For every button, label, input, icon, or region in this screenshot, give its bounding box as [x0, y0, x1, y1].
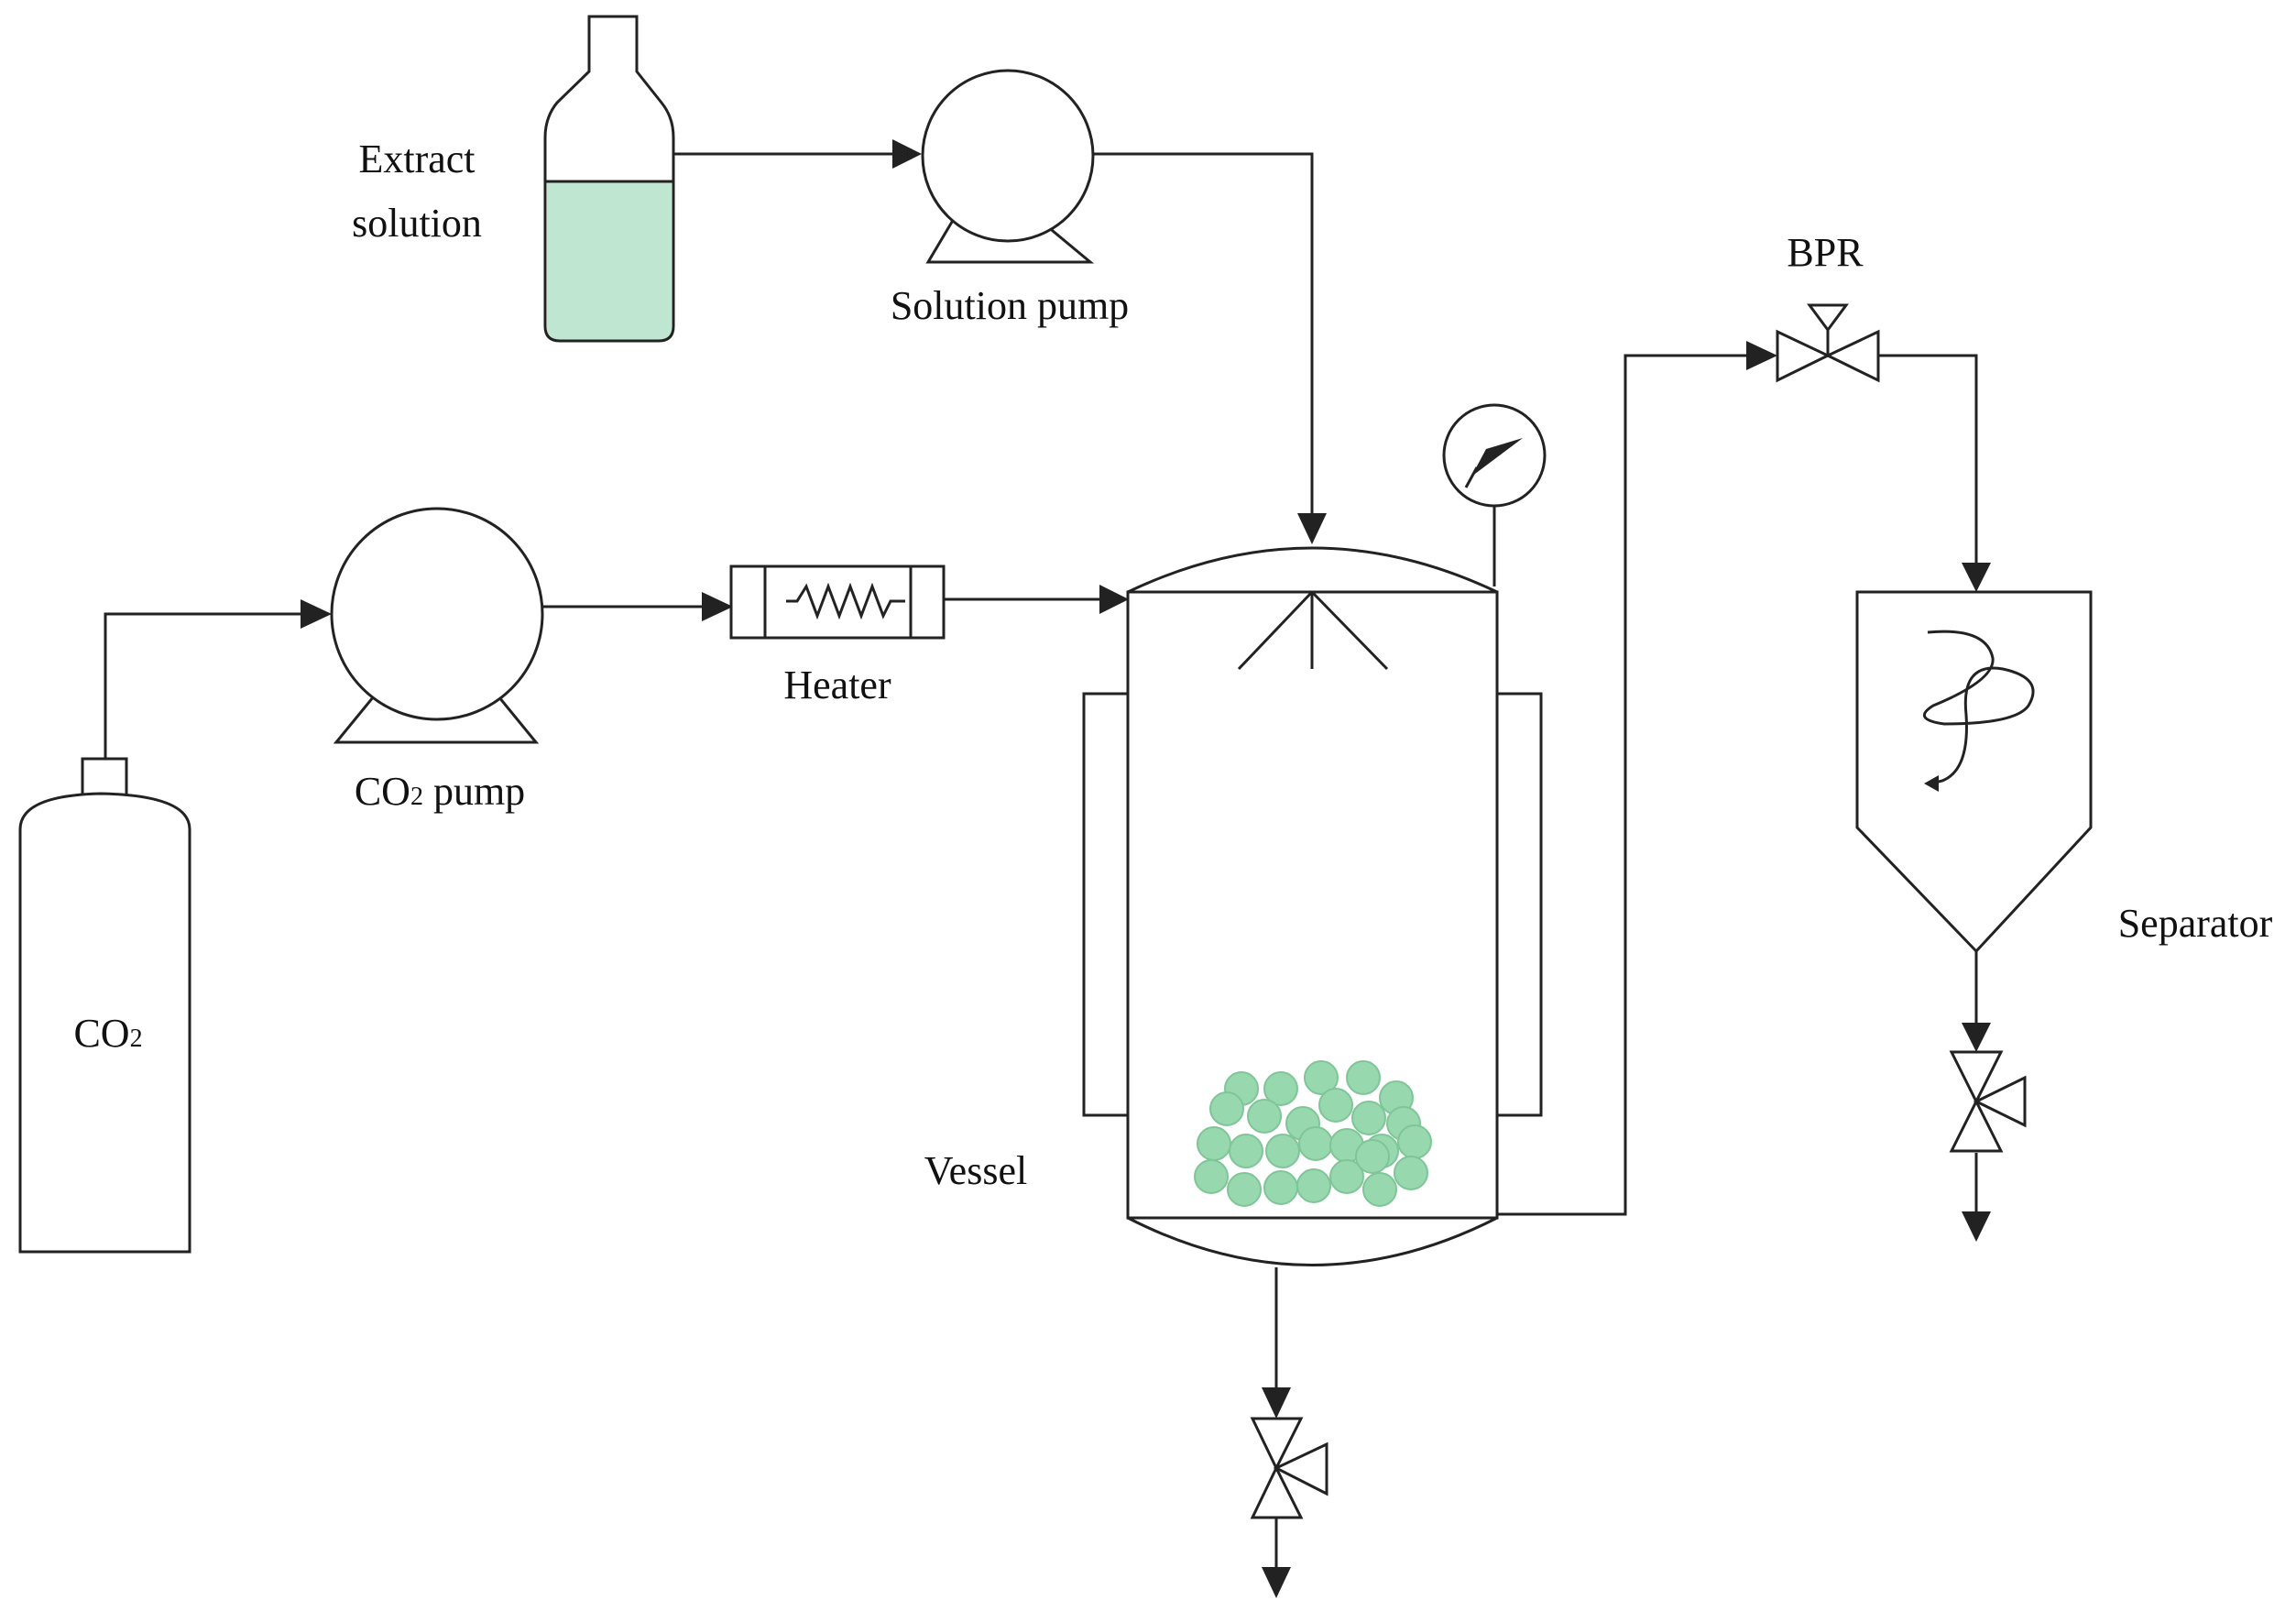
- arrow-to-separator: [1962, 563, 1991, 592]
- pressure-gauge-icon: [1442, 403, 1547, 508]
- pipe-solution-pump-to-vessel: [1092, 152, 1314, 519]
- arrow-heads: [301, 139, 1991, 1598]
- packed-bed-bead: [1296, 1168, 1331, 1203]
- labels: Extract solution Solution pump CO2 pump …: [73, 137, 2272, 1193]
- packed-bed-beads: [1194, 1060, 1432, 1207]
- bpr-valve-top: [1807, 303, 1849, 333]
- label-vessel: Vessel: [924, 1148, 1027, 1193]
- arrow-to-vessel-side: [1099, 585, 1129, 614]
- solution-pump-body: [921, 69, 1095, 243]
- packed-bed-bead: [1263, 1071, 1298, 1106]
- packed-bed-bead: [1329, 1159, 1364, 1194]
- co2-pump-body: [330, 507, 544, 721]
- pipe-vessel-to-bpr: [1497, 354, 1750, 1216]
- vessel-jacket-right: [1495, 692, 1543, 1117]
- packed-bed-bead: [1318, 1088, 1353, 1123]
- label-solution-pump: Solution pump: [891, 283, 1129, 328]
- arrow-separator-to-valve: [1962, 1023, 1991, 1052]
- bottle-outline: [543, 15, 675, 343]
- packed-bed-bead: [1346, 1060, 1381, 1095]
- packed-bed-bead: [1397, 1124, 1432, 1159]
- packed-bed-bead: [1209, 1091, 1244, 1126]
- separator-drain-valve: [1949, 1050, 2027, 1153]
- heater-coil: [786, 582, 905, 620]
- arrow-vessel-to-valve: [1262, 1387, 1291, 1419]
- heater: [729, 564, 946, 640]
- separator: [1855, 590, 2093, 954]
- label-extract-solution-2: solution: [352, 201, 482, 246]
- packed-bed-bead: [1229, 1134, 1263, 1168]
- packed-bed-bead: [1263, 1170, 1298, 1205]
- pipes: [104, 152, 1978, 1574]
- packed-bed-bead: [1304, 1060, 1339, 1095]
- arrow-separator-drain: [1962, 1211, 1991, 1242]
- vessel-drain-valve: [1250, 1417, 1328, 1519]
- packed-bed-bead: [1362, 1172, 1397, 1207]
- packed-bed-bead: [1298, 1126, 1333, 1161]
- separator-vessel: [1855, 590, 2093, 954]
- arrow-to-heater: [702, 592, 733, 621]
- arrow-to-bpr: [1746, 341, 1777, 370]
- bpr-valve: [1776, 303, 1880, 383]
- packed-bed-bead: [1197, 1126, 1231, 1161]
- label-bpr: BPR: [1787, 230, 1864, 275]
- co2-pump: [330, 507, 544, 744]
- vessel-jacket-left: [1082, 692, 1130, 1117]
- separator-swirl-icon: [1922, 630, 2035, 784]
- label-separator: Separator: [2118, 901, 2273, 946]
- arrow-to-vessel-top: [1297, 513, 1327, 544]
- co2-cylinder-valve: [81, 757, 128, 797]
- pipe-co2-tank-to-pump: [104, 612, 302, 759]
- arrow-to-solution-pump: [892, 139, 922, 169]
- packed-bed-bead: [1351, 1101, 1386, 1135]
- separator-swirl-arrow: [1924, 775, 1939, 792]
- arrow-vessel-drain: [1262, 1567, 1291, 1598]
- solution-pump: [921, 69, 1095, 264]
- packed-bed-bead: [1227, 1172, 1262, 1207]
- bpr-valve-left: [1776, 329, 1831, 383]
- packed-bed-bead: [1355, 1139, 1390, 1174]
- label-extract-solution: Extract: [358, 137, 475, 181]
- packed-bed-bead: [1194, 1159, 1229, 1194]
- co2-cylinder-body: [18, 792, 191, 1254]
- vessel-bottom-dome: [1127, 1216, 1498, 1266]
- pressure-gauge-needle: [1471, 438, 1523, 477]
- spray-nozzle: [1237, 590, 1389, 671]
- extraction-vessel: [1082, 546, 1543, 1266]
- packed-bed-bead: [1265, 1134, 1300, 1168]
- heater-body: [729, 564, 946, 640]
- label-co2-pump: CO2 pump: [355, 769, 525, 814]
- packed-bed-bead: [1394, 1156, 1428, 1190]
- co2-cylinder: [18, 757, 191, 1254]
- bpr-valve-right: [1824, 329, 1880, 383]
- arrow-to-co2-pump: [301, 599, 332, 629]
- bottle-liquid: [547, 181, 672, 341]
- vessel-top-dome: [1127, 546, 1498, 594]
- label-co2-tank: CO2: [73, 1011, 142, 1056]
- extract-solution-bottle: [543, 15, 675, 343]
- pipe-bpr-to-separator: [1878, 354, 1978, 568]
- packed-bed-bead: [1247, 1099, 1282, 1134]
- label-heater: Heater: [783, 663, 891, 707]
